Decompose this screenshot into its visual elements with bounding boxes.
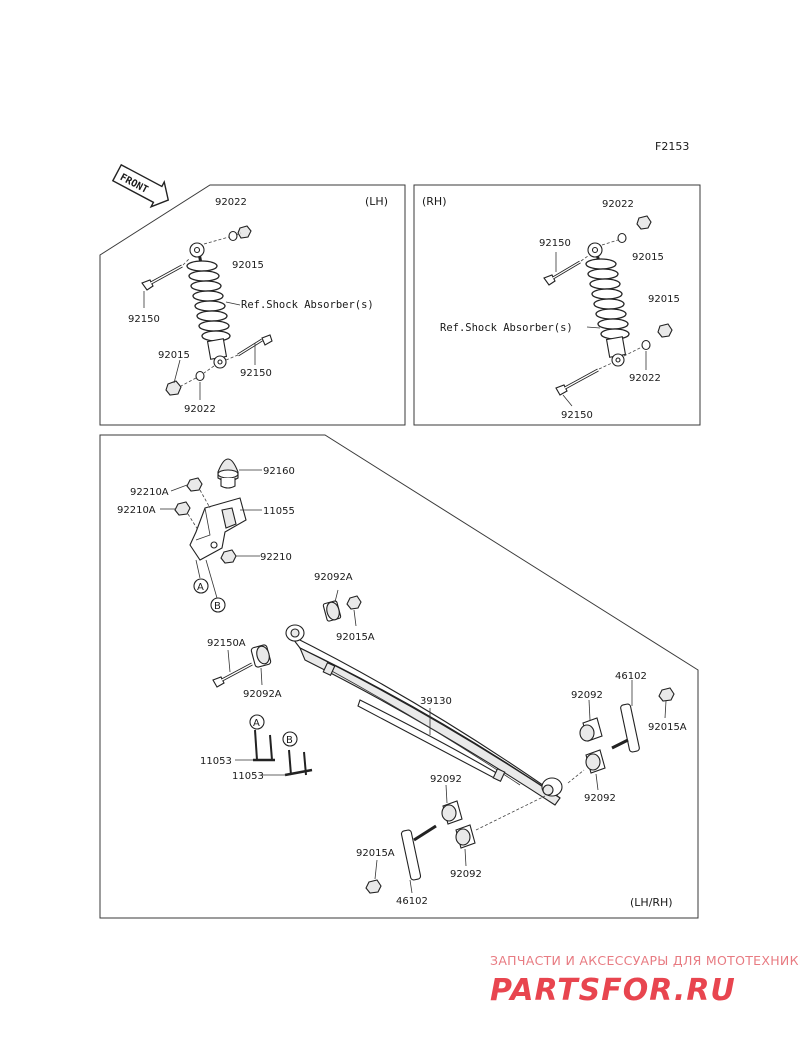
nut-92015A-bot: [365, 879, 382, 894]
label-ref-shock-absorber: Ref.Shock Absorber(s): [440, 322, 573, 334]
label-92015: 92015: [158, 350, 190, 361]
label-92160: 92160: [263, 466, 295, 477]
label-92210: 92210: [260, 552, 292, 563]
label-92150: 92150: [539, 238, 571, 249]
label-92022: 92022: [184, 404, 216, 415]
label-92015A: 92015A: [356, 848, 395, 859]
label-92015: 92015: [632, 252, 664, 263]
callout-a-label: A: [197, 582, 204, 593]
bump-stop-92160: [217, 458, 239, 489]
watermark-logo: PARTSFOR.RU: [490, 973, 736, 1008]
front-arrow-icon: FRONT: [111, 163, 170, 209]
bushing-92092-c1: [441, 800, 463, 825]
label-46102: 46102: [396, 896, 428, 907]
bolt-92150-left-lh: [141, 264, 183, 291]
label-11053: 11053: [200, 756, 232, 767]
bolt-92150-bot-rh: [555, 368, 599, 396]
label-92150: 92150: [240, 368, 272, 379]
washer-92022-top-lh: [228, 230, 238, 242]
nut-92015-top-rh: [636, 215, 652, 230]
nut-92015A-right: [658, 687, 675, 702]
nut-92210A-2: [174, 501, 191, 516]
panel-lh-label: (LH): [365, 195, 388, 208]
label-11053: 11053: [232, 771, 264, 782]
leaf-spring-39130: [285, 624, 563, 806]
callout-a2-label: A: [253, 718, 260, 729]
bolt-92150A: [212, 662, 253, 688]
callout-b-label: B: [214, 601, 221, 612]
u-bolt-11053-2: [284, 749, 313, 777]
label-92015: 92015: [232, 260, 264, 271]
label-92210A: 92210A: [117, 505, 156, 516]
nut-92210: [220, 549, 237, 564]
bushing-92092-c2: [455, 824, 476, 849]
label-92022: 92022: [215, 197, 247, 208]
nut-92210A-1: [186, 477, 203, 492]
callout-b2-label: B: [286, 735, 293, 746]
callout-a2-circle: [249, 714, 265, 730]
label-92015: 92015: [648, 294, 680, 305]
nut-92015-mid-rh: [657, 323, 673, 338]
label-92022: 92022: [629, 373, 661, 384]
label-92092: 92092: [450, 869, 482, 880]
bracket-11055: [189, 497, 247, 561]
nut-92015-bot-lh: [165, 380, 182, 396]
label-ref-shock-absorber: Ref.Shock Absorber(s): [241, 299, 374, 311]
label-46102: 46102: [615, 671, 647, 682]
shock-absorber-rh: [585, 242, 630, 367]
bushing-92092A-bot: [250, 644, 272, 668]
label-92210A: 92210A: [130, 487, 169, 498]
watermark-tagline: ЗАПЧАСТИ И АКСЕССУАРЫ ДЛЯ МОТОТЕХНИКИ: [490, 953, 800, 968]
callout-b2-circle: [282, 731, 298, 747]
label-92015A: 92015A: [336, 632, 375, 643]
label-92092: 92092: [571, 690, 603, 701]
bushing-92092A-top: [322, 600, 342, 622]
washer-92022-top-rh: [617, 232, 627, 244]
label-92150: 92150: [128, 314, 160, 325]
label-92022: 92022: [602, 199, 634, 210]
label-92015A: 92015A: [648, 722, 687, 733]
label-92092A: 92092A: [314, 572, 353, 583]
u-bolt-11053-1: [253, 729, 275, 762]
bushing-92092-r1: [579, 717, 603, 742]
washer-92022-bot-rh: [641, 339, 651, 351]
panel-lh: (LH): [99, 184, 406, 426]
nut-92015A-top: [346, 595, 362, 610]
bolt-92150-bot-lh: [237, 334, 273, 357]
panel-rh-label: (RH): [422, 195, 447, 208]
panel-rh: (RH): [413, 184, 701, 426]
label-92092: 92092: [430, 774, 462, 785]
bolt-92150-top-rh: [543, 260, 581, 286]
callout-b-circle: [210, 597, 226, 613]
callout-a-circle: [193, 578, 209, 594]
washer-92022-bot-lh: [195, 370, 205, 382]
shackle-46102-bot: [400, 824, 437, 881]
label-11055: 11055: [263, 506, 295, 517]
figure-code: F2153: [655, 140, 689, 153]
label-92092: 92092: [584, 793, 616, 804]
label-92092A: 92092A: [243, 689, 282, 700]
panel-main-label: (LH/RH): [630, 896, 673, 909]
shackle-46102-right: [611, 703, 640, 753]
label-92150: 92150: [561, 410, 593, 421]
shock-absorber-lh: [186, 242, 231, 369]
label-92150A: 92150A: [207, 638, 246, 649]
panel-main: (LH/RH): [99, 434, 699, 919]
bushing-92092-r2: [585, 749, 606, 774]
nut-92015-top-lh: [237, 225, 252, 239]
watermark: ЗАПЧАСТИ И АКСЕССУАРЫ ДЛЯ МОТОТЕХНИКИ PA…: [490, 953, 800, 1008]
label-39130: 39130: [420, 696, 452, 707]
